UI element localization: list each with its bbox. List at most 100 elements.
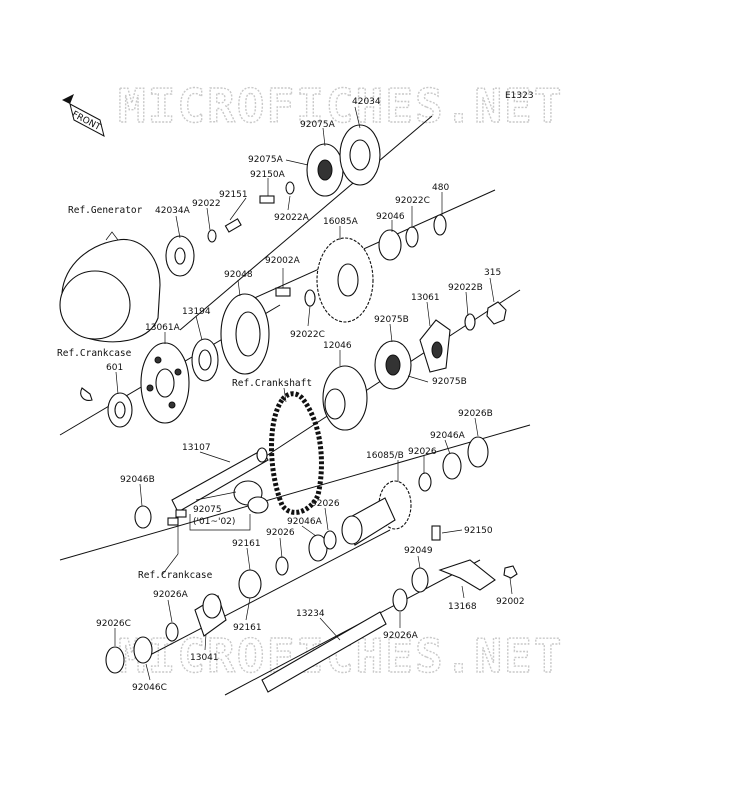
chain [269,391,324,515]
front-arrow-icon: FRONT [62,94,105,137]
label-12046: 12046 [323,341,352,351]
label-601: 601 [106,363,123,373]
label-92075: 92075 [193,505,222,515]
washer-92026-lower [275,556,289,576]
seal-13194 [191,338,219,382]
label-92026A-2: 92026A [383,631,419,641]
label-bracket [189,514,251,531]
plate-92048 [220,293,270,375]
label-92022: 92022 [192,199,221,209]
collar-92161 [238,569,262,599]
gear-16085B [341,480,412,546]
label-92075A-1: 92075A [300,120,336,130]
sprocket-12046 [322,365,368,431]
bearing-92046C [133,636,153,664]
label-ref-generator: Ref.Generator [68,205,143,216]
label-92002A: 92002A [265,256,301,266]
label-42034: 42034 [352,97,381,107]
washer-92022B [464,313,476,331]
bearing-92046A-upper [442,452,462,480]
shaft-13234 [261,611,387,693]
washer-92026C [105,646,125,674]
gear-16085A [316,237,374,323]
label-92026A-1: 92026A [153,590,189,600]
label-92026C: 92026C [96,619,131,629]
label-92026-3: 92026 [266,528,295,538]
label-13234: 13234 [296,609,325,619]
label-92046B: 92046B [120,475,155,485]
label-16085B: 16085/B [366,451,404,461]
needle-bearing-92046 [378,229,402,261]
label-315: 315 [484,268,501,278]
label-92046A-1: 92046A [430,431,466,441]
label-92161-2: 92161 [233,623,262,633]
cam-13041 [194,593,227,637]
damper-92075B [374,340,412,390]
watermark-top: MICROFICHES.NET [118,79,563,133]
leader-lines [114,106,513,681]
figure-code: E1323 [505,91,534,101]
label-92022C: 92022C [395,196,430,206]
label-92046C: 92046C [132,683,167,693]
bolt-92150A [259,195,275,204]
hub-42034 [339,124,381,186]
label-13194: 13194 [182,307,211,317]
label-13107: 13107 [182,443,211,453]
shaft-13107 [171,447,269,513]
nut-92002 [503,565,518,579]
bearing-92046B [134,505,152,529]
dowel-pin-2 [167,517,179,526]
label-92075-years: ('01~'02) [193,517,235,527]
bolt-92151 [224,218,242,233]
washer-92026A-right [392,588,408,612]
lever-13168 [438,559,496,591]
label-92150A: 92150A [250,170,286,180]
label-92022B: 92022B [448,283,483,293]
dowel-pin [175,509,187,518]
label-480: 480 [432,183,449,193]
label-92022A: 92022A [274,213,310,223]
label-13061: 13061 [411,293,440,303]
label-92046: 92046 [376,212,405,222]
bolt-92150 [431,525,441,541]
label-92075B-1: 92075B [374,315,409,325]
label-92075A-2: 92075A [248,155,284,165]
bolt-92002A [275,287,291,297]
damper-92075 [233,480,269,514]
generator-cover [59,231,161,343]
label-92002: 92002 [496,597,525,607]
label-92048: 92048 [224,270,253,280]
label-92075B-2: 92075B [432,377,467,387]
washer-92026-upper [418,472,432,492]
crankcase-flange [140,342,190,424]
washer-92026-mid [323,530,337,550]
damper-92075A [306,143,344,197]
label-13061A: 13061A [145,323,181,333]
label-92026B: 92026B [458,409,493,419]
label-92026-1: 92026 [408,447,437,457]
label-16085A: 16085A [323,217,359,227]
circlip-480 [433,214,447,236]
label-ref-crankshaft: Ref.Crankshaft [232,378,312,389]
crankcase-seal [80,387,93,401]
label-92046A-2: 92046A [287,517,323,527]
label-92161-1: 92161 [232,539,261,549]
label-42034A: 42034A [155,206,191,216]
washer-92022C-upper [405,226,419,248]
label-ref-crankcase-2: Ref.Crankcase [138,570,213,581]
label-13041: 13041 [190,653,219,663]
label-13168: 13168 [448,602,477,612]
label-92151: 92151 [219,190,248,200]
label-92026-2: 92026 [311,499,340,509]
washer-92026A-lower [165,622,179,642]
hub-13061 [419,319,451,373]
label-92150: 92150 [464,526,493,536]
damper-42034A [165,235,195,277]
part-labels: 42034 92075A 92075A 92150A 92151 Ref.Gen… [57,97,525,693]
washer-92022A [285,181,295,195]
washer-92022 [207,229,217,243]
seal-92049 [411,567,429,593]
label-92022C-2: 92022C [290,330,325,340]
washer-92026B [467,436,489,468]
